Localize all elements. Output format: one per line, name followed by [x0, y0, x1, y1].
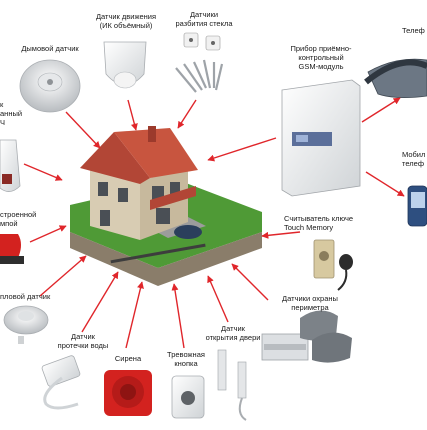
- siren-label: Сирена: [114, 354, 142, 363]
- telephone-label: Телеф: [402, 26, 425, 35]
- panic-button-device: [171, 375, 205, 419]
- door-sensor-device: [217, 349, 247, 421]
- water-leak-sensor-device: [41, 355, 81, 410]
- perimeter-sensors-device: [261, 310, 352, 363]
- perimeter-sensors-label: Датчики охраны периметра: [282, 294, 338, 312]
- house-illustration: [70, 126, 262, 286]
- glass-break-sensor-label: Датчики разбития стекла: [175, 10, 233, 28]
- gsm-panel-device: [281, 79, 361, 197]
- glass-break-sensors-device: [175, 32, 224, 93]
- heat-sensor-device: [3, 305, 49, 344]
- motion-sensor-device: [103, 41, 147, 89]
- panic-button-label: Тревожная кнопка: [167, 350, 205, 368]
- left-sensor-label: к анный Ч: [0, 100, 23, 127]
- strobe-light-label: строенной мпой: [0, 210, 37, 228]
- gsm-panel-label: Прибор приёмно- контрольный GSM-модуль: [290, 44, 352, 71]
- left-sensor-device: [0, 139, 21, 192]
- water-leak-sensor-label: Датчик протечки воды: [57, 332, 109, 350]
- motion-sensor-label: Датчик движения (ИК объёмный): [95, 12, 157, 30]
- touch-memory-reader-device: [313, 239, 353, 291]
- door-sensor-label: Датчик открытия двери: [205, 324, 261, 342]
- mobile-phone-label: Мобил телеф: [402, 150, 426, 168]
- smoke-detector-device: [19, 59, 81, 113]
- strobe-light-device: [0, 234, 24, 264]
- mobile-phone-device: [407, 185, 427, 227]
- touch-memory-reader-label: Считыватель ключе Touch Memory: [284, 214, 354, 232]
- siren-device: [104, 370, 152, 416]
- smoke-detector-label: Дымовой датчик: [21, 44, 79, 53]
- connection-arrows: [23, 97, 405, 349]
- heat-sensor-label: пловой датчик: [0, 292, 51, 301]
- telephone-device: [364, 58, 427, 98]
